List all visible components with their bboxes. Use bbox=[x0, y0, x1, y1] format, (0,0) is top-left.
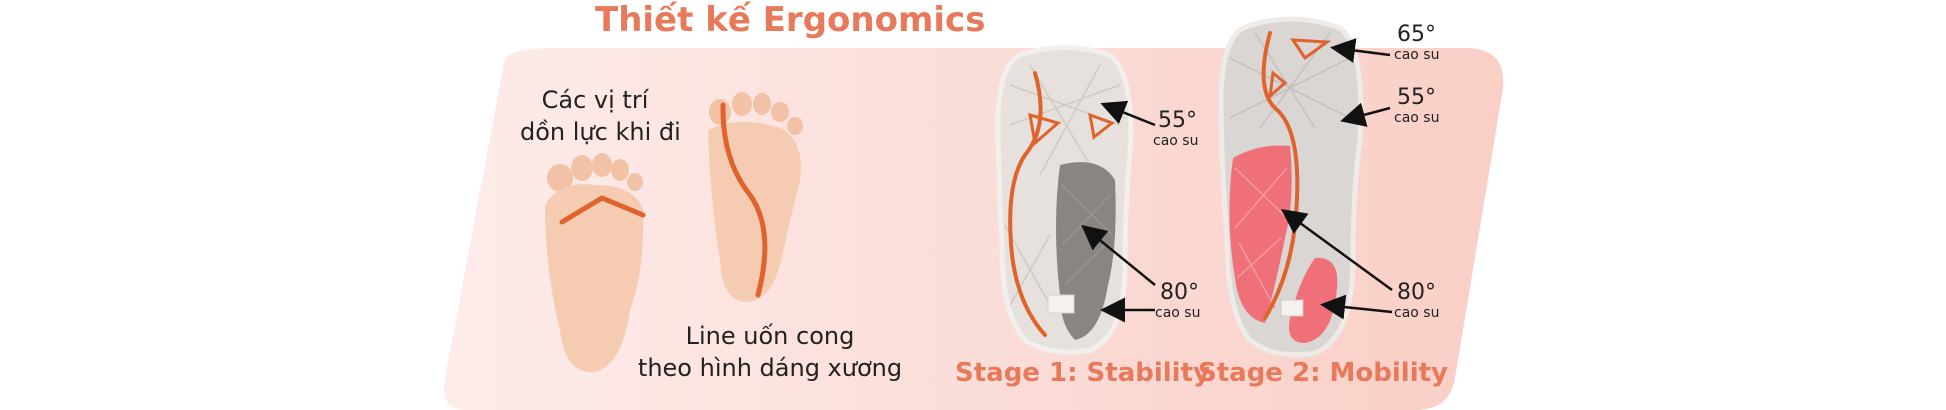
pressure-label-line2: dồn lực khi đi bbox=[520, 118, 681, 146]
stage2-callout-65-degree: 65° bbox=[1397, 22, 1436, 47]
pressure-points-label: Các vị trí dồn lực khi đi bbox=[520, 84, 681, 148]
curve-label-line1: Line uốn cong bbox=[685, 322, 855, 350]
stage2-callout-55-material: cao su bbox=[1394, 110, 1440, 126]
stage2-insole bbox=[1218, 16, 1364, 358]
curve-label-line2: theo hình dáng xương bbox=[637, 354, 903, 382]
stage1-insole bbox=[995, 45, 1134, 355]
stage2-label: Stage 2: Mobility bbox=[1198, 358, 1448, 388]
foot-pressure-illustration bbox=[545, 153, 646, 373]
stage2-callout-55-degree: 55° bbox=[1397, 85, 1436, 110]
bone-curve-label: Line uốn cong theo hình dáng xương bbox=[625, 320, 915, 384]
foot-curve-illustration bbox=[708, 92, 803, 302]
stage1-label: Stage 1: Stability bbox=[955, 358, 1210, 388]
stage1-callout-55-degree: 55° bbox=[1158, 108, 1197, 133]
stage1-callout-80-degree: 80° bbox=[1160, 280, 1199, 305]
stage2-callout-65-material: cao su bbox=[1394, 47, 1440, 63]
stage1-callout-80-material: cao su bbox=[1155, 305, 1201, 321]
stage2-callout-80-material: cao su bbox=[1394, 305, 1440, 321]
page-title: Thiết kế Ergonomics bbox=[595, 0, 986, 40]
stage1-callout-55-material: cao su bbox=[1153, 133, 1199, 149]
stage2-callout-80-degree: 80° bbox=[1397, 280, 1436, 305]
pressure-label-line1: Các vị trí bbox=[541, 86, 649, 114]
